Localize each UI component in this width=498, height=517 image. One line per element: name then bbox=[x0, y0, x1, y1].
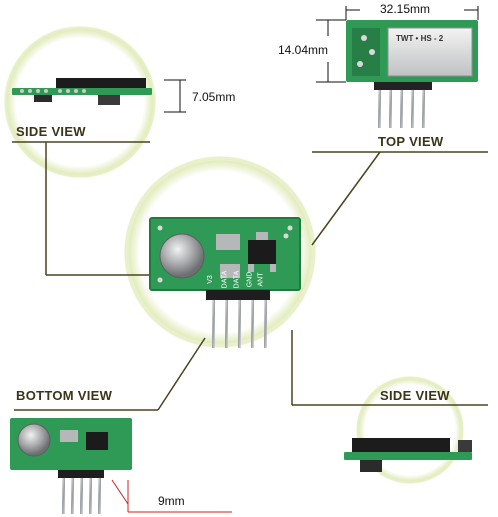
glow-ring-stroke-1 bbox=[4, 26, 156, 178]
ic-chip bbox=[248, 240, 276, 264]
dimension-width bbox=[345, 6, 479, 20]
dimension-height-label: 14.04mm bbox=[278, 43, 329, 57]
label-top-view: TOP VIEW bbox=[378, 134, 444, 149]
shield-profile-bottom bbox=[352, 438, 450, 454]
label-side-view-top: SIDE VIEW bbox=[16, 124, 86, 139]
bottom-pins bbox=[62, 478, 101, 514]
dimension-height bbox=[316, 19, 346, 83]
component-underside bbox=[34, 95, 52, 102]
connector-bottom-view bbox=[157, 337, 206, 411]
header-block bbox=[374, 82, 432, 90]
pcb-edge-bottom bbox=[344, 452, 472, 460]
dimension-pin-length-label: 9mm bbox=[158, 494, 185, 508]
label-bottom-view: BOTTOM VIEW bbox=[16, 388, 113, 403]
crystal-can-bottom bbox=[17, 423, 51, 457]
shield-marking: TWT • HS - 2 bbox=[396, 34, 444, 43]
smd-pad-1 bbox=[216, 234, 240, 250]
can-underside bbox=[98, 95, 120, 105]
glow-ring-stroke-2 bbox=[124, 156, 316, 348]
pin-header-bottom bbox=[58, 470, 104, 478]
smd-pad-2 bbox=[220, 264, 240, 278]
pin-label-2: DATA bbox=[221, 270, 229, 289]
connector-lines bbox=[12, 141, 488, 411]
glow-ring-top-left bbox=[2, 24, 158, 180]
pcb-edge bbox=[12, 88, 152, 95]
module-top-view bbox=[346, 20, 478, 128]
module-side-view-top bbox=[12, 78, 152, 105]
pin-header-center bbox=[206, 290, 270, 300]
dimension-pin-length bbox=[111, 479, 232, 513]
crystal-can bbox=[159, 233, 205, 279]
module-center bbox=[149, 217, 301, 348]
dimension-side-thickness-label: 7.05mm bbox=[192, 90, 236, 104]
center-pins bbox=[212, 300, 267, 348]
top-view-pins bbox=[378, 90, 425, 128]
glow-ring-stroke-3 bbox=[356, 376, 464, 484]
shield-can bbox=[387, 27, 473, 77]
pin-label-3: DATA bbox=[233, 270, 241, 289]
dimension-side-thickness bbox=[164, 79, 186, 113]
pin-label-1: V3 bbox=[206, 275, 214, 284]
pin-labels-center: V3 DATA DATA GND ANT bbox=[206, 270, 270, 289]
pin-label-4: GND bbox=[246, 271, 254, 288]
pin-label-5: ANT bbox=[257, 272, 265, 287]
module-bottom-view bbox=[10, 418, 132, 514]
label-side-view-bottom: SIDE VIEW bbox=[380, 388, 450, 403]
dimension-width-label: 32.15mm bbox=[380, 2, 431, 16]
pcb-component-area bbox=[352, 28, 380, 76]
module-side-view-bottom bbox=[344, 438, 472, 472]
connector-top-view bbox=[311, 151, 381, 246]
